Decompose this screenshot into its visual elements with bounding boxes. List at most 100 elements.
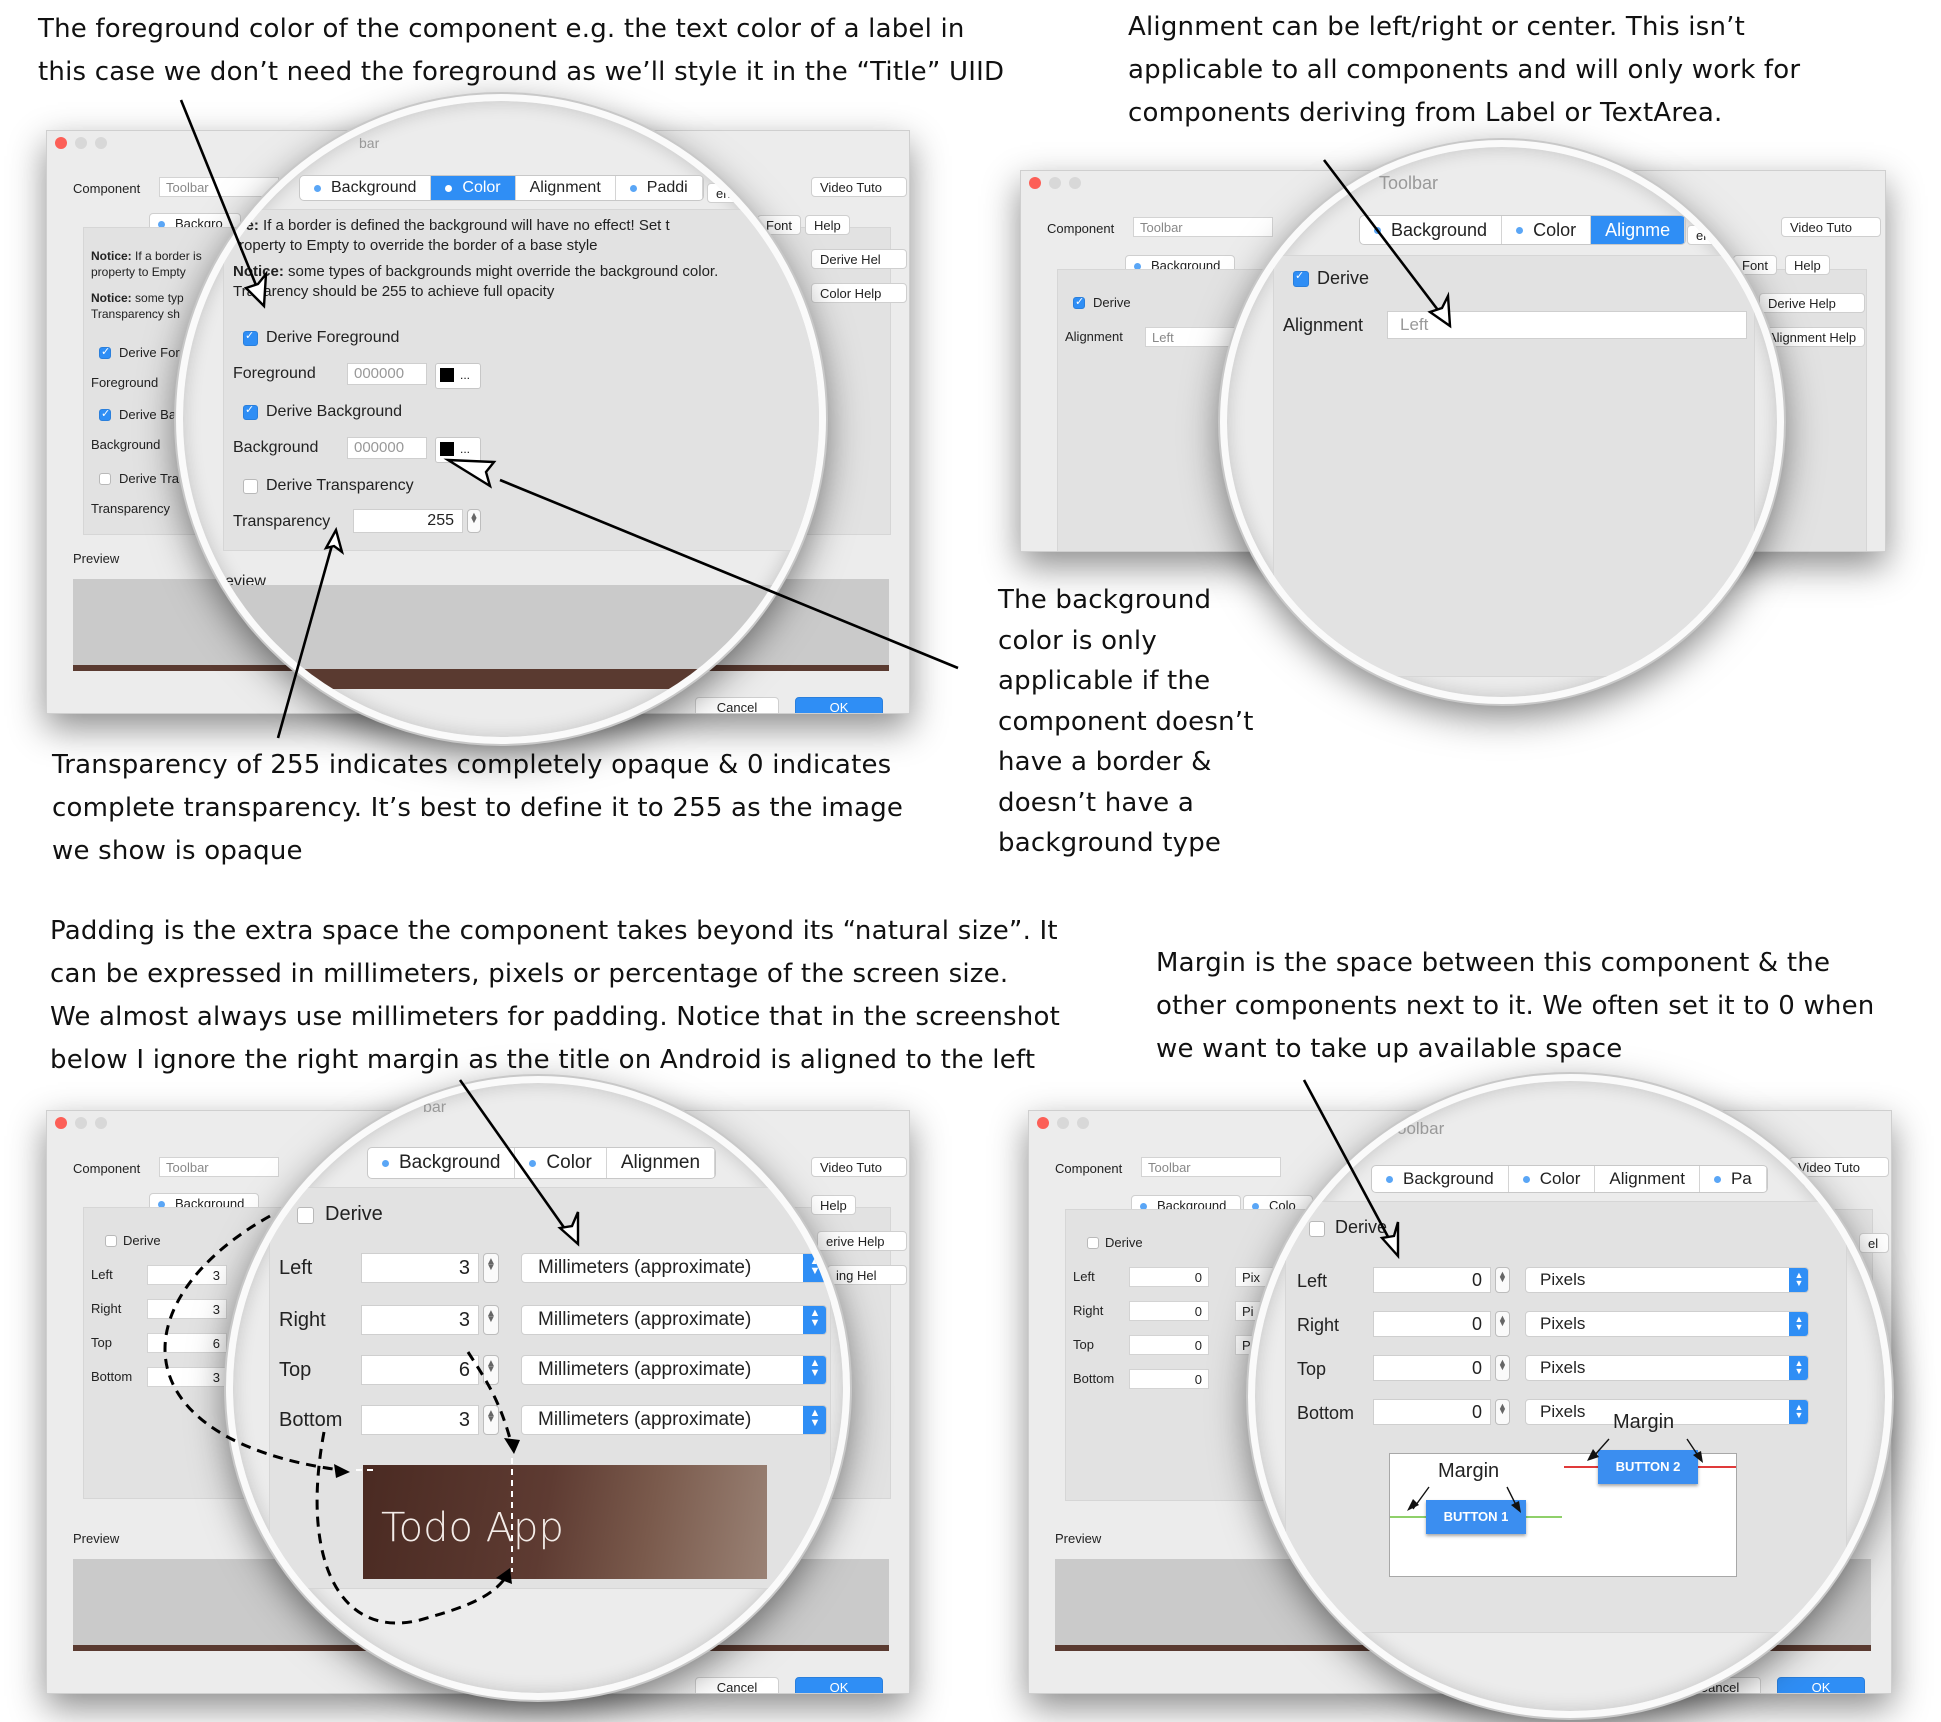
derive-foreground-checkbox[interactable] bbox=[243, 329, 258, 346]
left-field-small[interactable]: 0 bbox=[1129, 1267, 1209, 1287]
button-1[interactable]: BUTTON 1 bbox=[1426, 1500, 1526, 1534]
right-stepper[interactable]: ▲▼ bbox=[483, 1305, 499, 1335]
component-help-button[interactable]: ent Help bbox=[1687, 225, 1754, 245]
right-unit-select[interactable]: Pixels▲▼ bbox=[1525, 1311, 1809, 1337]
minimize-window-dot[interactable] bbox=[75, 137, 87, 149]
tab-alignment[interactable]: Alignme bbox=[1591, 216, 1686, 244]
derive-foreground-checkbox-small[interactable] bbox=[99, 345, 111, 359]
minimize-window-dot[interactable] bbox=[1049, 177, 1061, 189]
top-field-small[interactable]: 6 bbox=[147, 1333, 227, 1353]
zoom-window-dot[interactable] bbox=[95, 137, 107, 149]
derive-transparency-checkbox[interactable] bbox=[243, 479, 258, 494]
tab-color[interactable]: Color bbox=[515, 1148, 607, 1178]
left-unit-select[interactable]: Millimeters (approximate)▲▼ bbox=[521, 1253, 827, 1283]
derive-checkbox-small[interactable] bbox=[1087, 1237, 1099, 1249]
tab-background[interactable]: Background bbox=[1372, 1166, 1509, 1192]
minimize-window-dot[interactable] bbox=[75, 1117, 87, 1129]
video-tutorial-button[interactable]: Video Tuto bbox=[811, 1157, 907, 1177]
tab-alignment[interactable]: Alignment bbox=[1595, 1166, 1700, 1192]
button-2[interactable]: BUTTON 2 bbox=[1598, 1450, 1698, 1484]
zoom-window-dot[interactable] bbox=[1077, 1117, 1089, 1129]
transparency-stepper[interactable]: ▲▼ bbox=[467, 509, 481, 533]
ok-button[interactable]: OK bbox=[795, 697, 883, 713]
left-field-small[interactable]: 3 bbox=[147, 1265, 227, 1285]
left-field[interactable]: 3 bbox=[361, 1253, 479, 1283]
bottom-unit-select[interactable]: Millimeters (approximate)▲▼ bbox=[521, 1405, 827, 1435]
left-stepper[interactable]: ▲▼ bbox=[1495, 1267, 1510, 1293]
ok-button[interactable]: OK bbox=[1777, 1677, 1865, 1693]
ok-button[interactable]: OK bbox=[795, 1677, 883, 1693]
tab-background[interactable]: Background bbox=[368, 1148, 516, 1178]
top-stepper[interactable]: ▲▼ bbox=[1495, 1355, 1510, 1381]
component-input[interactable]: Toolbar bbox=[159, 1157, 279, 1177]
bottom-field[interactable]: 0 bbox=[1373, 1399, 1491, 1425]
help-button-zoom[interactable]: Help bbox=[815, 221, 819, 241]
bottom-unit-select[interactable]: Pixels▲▼ bbox=[1525, 1399, 1809, 1425]
foreground-color-field[interactable]: 000000 bbox=[347, 363, 427, 385]
background-swatch-button[interactable]: ... bbox=[435, 437, 481, 463]
background-color-field[interactable]: 000000 bbox=[347, 437, 427, 459]
close-window-dot[interactable] bbox=[55, 1117, 67, 1129]
tab-background[interactable]: Background bbox=[1360, 216, 1503, 244]
font-button-zoom[interactable]: Font bbox=[765, 221, 810, 241]
derive-checkbox[interactable] bbox=[297, 1207, 314, 1224]
component-input[interactable]: Toolbar bbox=[1141, 1157, 1281, 1177]
margin-help-button[interactable]: el bbox=[1859, 1233, 1889, 1253]
bottom-field-small[interactable]: 3 bbox=[147, 1367, 227, 1387]
tab-alignment[interactable]: Alignment bbox=[516, 176, 616, 200]
derive-background-checkbox[interactable] bbox=[243, 403, 258, 420]
tab-color[interactable]: Color bbox=[431, 176, 516, 200]
right-field-small[interactable]: 0 bbox=[1129, 1301, 1209, 1321]
tab-padding[interactable]: Pa bbox=[1700, 1166, 1767, 1192]
top-field[interactable]: 6 bbox=[361, 1355, 479, 1385]
derive-help-button[interactable]: Derive Help bbox=[1759, 293, 1865, 313]
tab-padding[interactable]: Paddi bbox=[616, 176, 703, 200]
padding-help-button[interactable]: ing Hel bbox=[827, 1265, 907, 1285]
help-button[interactable]: Help bbox=[1785, 255, 1830, 275]
zoom-window-dot[interactable] bbox=[95, 1117, 107, 1129]
right-field-small[interactable]: 3 bbox=[147, 1299, 227, 1319]
right-unit-select[interactable]: Millimeters (approximate)▲▼ bbox=[521, 1305, 827, 1335]
derive-checkbox-small[interactable] bbox=[1073, 295, 1085, 309]
derive-help-button[interactable]: Derive Hel bbox=[811, 249, 907, 269]
derive-help-button[interactable]: erive Help bbox=[817, 1231, 907, 1251]
cancel-button[interactable]: Cancel bbox=[695, 697, 779, 713]
top-field[interactable]: 0 bbox=[1373, 1355, 1491, 1381]
bottom-stepper[interactable]: ▲▼ bbox=[1495, 1399, 1510, 1425]
derive-checkbox[interactable] bbox=[1293, 269, 1309, 287]
close-window-dot[interactable] bbox=[55, 137, 67, 149]
color-help-button[interactable]: Color Help bbox=[811, 283, 907, 303]
video-tutorial-button[interactable]: Video Tuto bbox=[1781, 217, 1881, 237]
tab-alignment[interactable]: Alignmen bbox=[607, 1148, 716, 1178]
tab-background[interactable]: Background bbox=[300, 176, 432, 200]
derive-help-button-zoom[interactable]: Derive Help bbox=[815, 255, 819, 275]
derive-checkbox-small[interactable] bbox=[105, 1235, 117, 1247]
top-unit-select[interactable]: Pixels▲▼ bbox=[1525, 1355, 1809, 1381]
zoom-window-dot[interactable] bbox=[1069, 177, 1081, 189]
bottom-field[interactable]: 3 bbox=[361, 1405, 479, 1435]
top-field-small[interactable]: 0 bbox=[1129, 1335, 1209, 1355]
component-help-button[interactable]: ent Help bbox=[707, 183, 774, 203]
alignment-field[interactable]: Left bbox=[1387, 311, 1747, 339]
top-unit-select[interactable]: Millimeters (approximate)▲▼ bbox=[521, 1355, 827, 1385]
video-tutorial-button-zoom[interactable]: Video Tuto bbox=[815, 183, 819, 203]
video-tutorial-button-zoom[interactable]: Video Tuto bbox=[1803, 1167, 1885, 1187]
transparency-field[interactable]: 255 bbox=[353, 509, 463, 533]
close-window-dot[interactable] bbox=[1029, 177, 1041, 189]
bottom-stepper[interactable]: ▲▼ bbox=[483, 1405, 499, 1435]
left-unit-select[interactable]: Pixels▲▼ bbox=[1525, 1267, 1809, 1293]
derive-checkbox[interactable] bbox=[1309, 1221, 1325, 1237]
bottom-field-small[interactable]: 0 bbox=[1129, 1369, 1209, 1389]
component-input[interactable]: Toolbar bbox=[1133, 217, 1273, 237]
right-stepper[interactable]: ▲▼ bbox=[1495, 1311, 1510, 1337]
derive-background-checkbox-small[interactable] bbox=[99, 407, 111, 421]
alignment-help-button[interactable]: Alignment Help bbox=[1759, 327, 1865, 347]
tab-color[interactable]: Color bbox=[1502, 216, 1592, 244]
derive-transparency-checkbox-small[interactable] bbox=[99, 473, 111, 485]
video-tutorial-button[interactable]: Video Tuto bbox=[811, 177, 907, 197]
top-stepper[interactable]: ▲▼ bbox=[483, 1355, 499, 1385]
cancel-button[interactable]: Cancel bbox=[695, 1677, 779, 1693]
alignment-field-small[interactable]: Left bbox=[1145, 327, 1245, 347]
minimize-window-dot[interactable] bbox=[1057, 1117, 1069, 1129]
tab-color[interactable]: Color bbox=[1509, 1166, 1596, 1192]
